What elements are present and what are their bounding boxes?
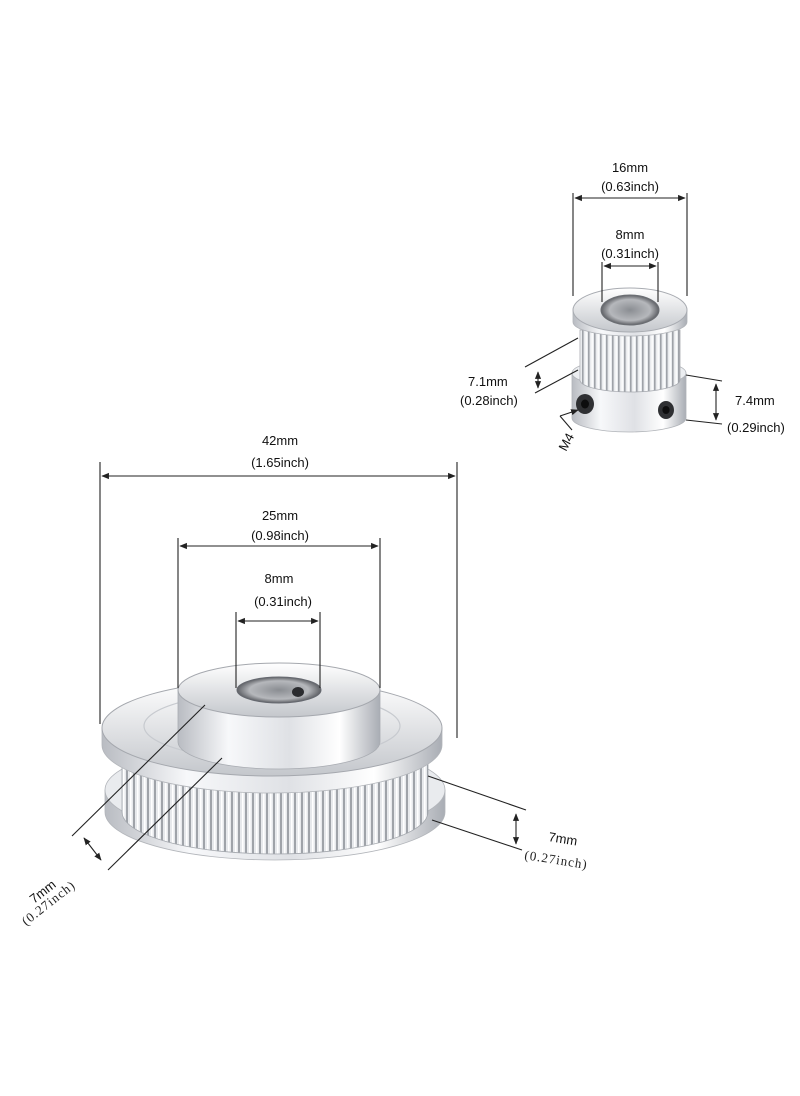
large-pulley-bore — [236, 676, 322, 704]
label-small-outer-inch: (0.63inch) — [601, 179, 659, 194]
label-small-bore-inch: (0.31inch) — [601, 246, 659, 261]
label-large-bore-inch: (0.31inch) — [254, 594, 312, 609]
dim-small-belt-width: 7.1mm (0.28inch) — [460, 337, 579, 408]
label-large-hub-inch: (0.98inch) — [251, 528, 309, 543]
label-small-outer-mm: 16mm — [612, 160, 648, 175]
label-set-screw: M4 — [555, 430, 577, 453]
label-large-hub-mm: 25mm — [262, 508, 298, 523]
label-large-tooth-inch: (0.27inch) — [524, 847, 589, 872]
dim-set-screw: M4 — [555, 409, 579, 453]
small-pulley — [571, 287, 688, 433]
label-large-outer-inch: (1.65inch) — [251, 455, 309, 470]
dim-large-bore: 8mm (0.31inch) — [235, 571, 321, 688]
dim-large-hub-diameter: 25mm (0.98inch) — [177, 508, 381, 688]
dim-small-bore: 8mm (0.31inch) — [601, 227, 659, 302]
dim-large-tooth-width: 7mm (0.27inch) — [427, 775, 589, 872]
label-small-hub-mm: 7.4mm — [735, 393, 775, 408]
dim-small-outer-diameter: 16mm (0.63inch) — [572, 160, 688, 296]
label-small-bore-mm: 8mm — [616, 227, 645, 242]
label-large-outer-mm: 42mm — [262, 433, 298, 448]
dim-small-hub-height: 7.4mm (0.29inch) — [685, 374, 785, 435]
large-pulley — [101, 662, 446, 861]
label-large-bore-mm: 8mm — [265, 571, 294, 586]
label-small-belt-mm: 7.1mm — [468, 374, 508, 389]
small-pulley-bore — [600, 294, 660, 326]
dim-large-outer-diameter: 42mm (1.65inch) — [99, 433, 458, 738]
small-pulley-teeth — [579, 329, 681, 393]
label-small-hub-inch: (0.29inch) — [727, 420, 785, 435]
label-large-tooth-mm: 7mm — [548, 829, 579, 848]
label-small-belt-inch: (0.28inch) — [460, 393, 518, 408]
